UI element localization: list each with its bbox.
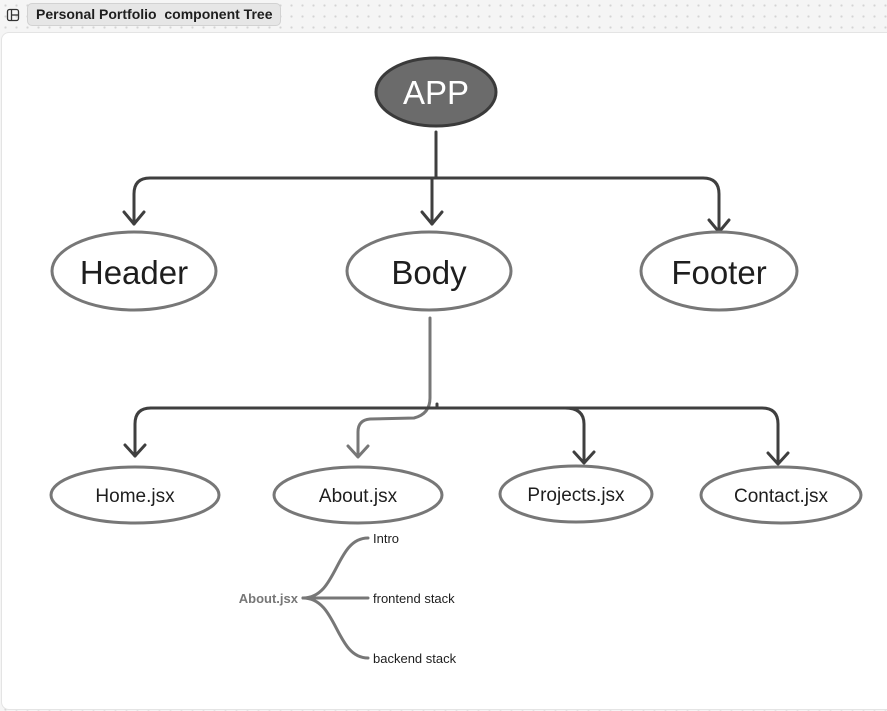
mindmap-branch-label: backend stack	[373, 651, 457, 666]
connector-home	[133, 406, 153, 458]
node-footer-label: Footer	[671, 254, 766, 291]
node-footer[interactable]: Footer	[639, 230, 799, 312]
node-app-label: APP	[403, 74, 469, 111]
node-about[interactable]: About.jsx	[272, 465, 444, 525]
node-app[interactable]: APP	[374, 56, 498, 128]
node-contact-label: Contact.jsx	[734, 486, 828, 507]
mindmap-about[interactable]: About.jsx Intro frontend stack backend s…	[239, 531, 457, 666]
node-body-label: Body	[391, 254, 467, 291]
arrowhead-about	[346, 444, 370, 459]
connector-body-trunk	[356, 316, 432, 458]
mindmap-root-label: About.jsx	[239, 591, 299, 606]
mindmap-branch-label: frontend stack	[373, 591, 455, 606]
diagram-canvas	[1, 32, 887, 710]
node-home[interactable]: Home.jsx	[49, 465, 221, 525]
connector-app-header	[132, 176, 434, 226]
connector-bus	[149, 406, 780, 465]
frame-title-tab[interactable]: Personal Portfolio component Tree	[27, 3, 282, 26]
node-projects[interactable]: Projects.jsx	[498, 464, 654, 524]
mindmap-branch-intro	[301, 536, 370, 600]
arrowhead-home	[123, 443, 147, 458]
frame-icon[interactable]	[4, 6, 22, 24]
arrowhead-body	[420, 210, 444, 226]
mindmap-branch-label: Intro	[373, 531, 399, 546]
node-home-label: Home.jsx	[95, 486, 175, 507]
connector-app-footer	[430, 176, 721, 234]
toolbar: Personal Portfolio component Tree	[0, 0, 887, 30]
arrowhead-projects	[572, 450, 596, 465]
mindmap-branch-backend	[301, 596, 370, 660]
node-projects-label: Projects.jsx	[527, 485, 625, 506]
connector-projects	[563, 406, 586, 464]
node-header-label: Header	[80, 254, 188, 291]
node-body[interactable]: Body	[345, 230, 513, 312]
node-contact[interactable]: Contact.jsx	[699, 465, 863, 525]
node-about-label: About.jsx	[319, 486, 398, 507]
arrowhead-contact	[766, 451, 790, 466]
node-header[interactable]: Header	[50, 230, 218, 312]
arrowhead-header	[122, 210, 146, 226]
